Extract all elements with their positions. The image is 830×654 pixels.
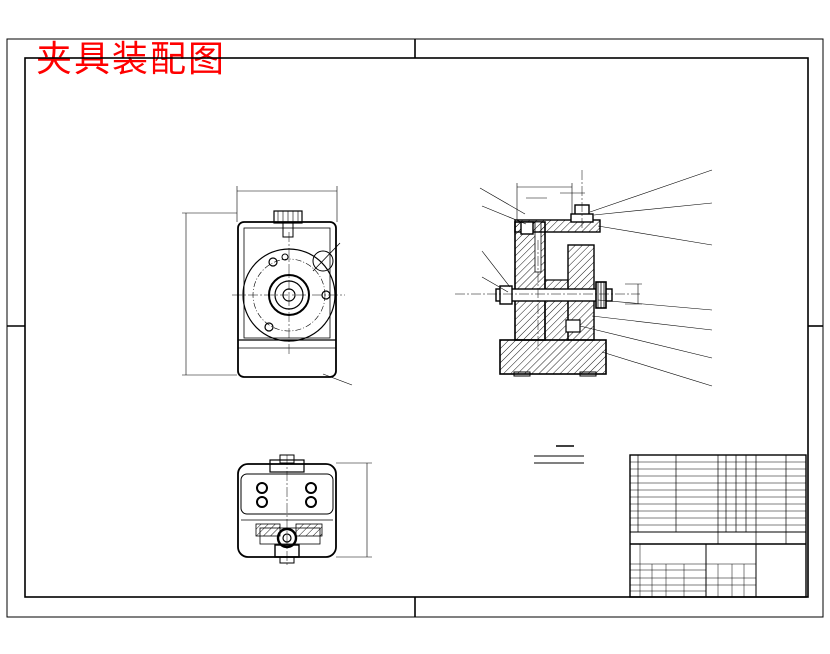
- technical-notes: [534, 445, 584, 464]
- top-view: [237, 454, 372, 565]
- section-view: [455, 169, 713, 387]
- parts-list-table: [629, 454, 807, 598]
- front-view: [182, 186, 353, 386]
- sheet-border: [6, 38, 824, 618]
- drawing-title: 夹具装配图: [36, 39, 227, 80]
